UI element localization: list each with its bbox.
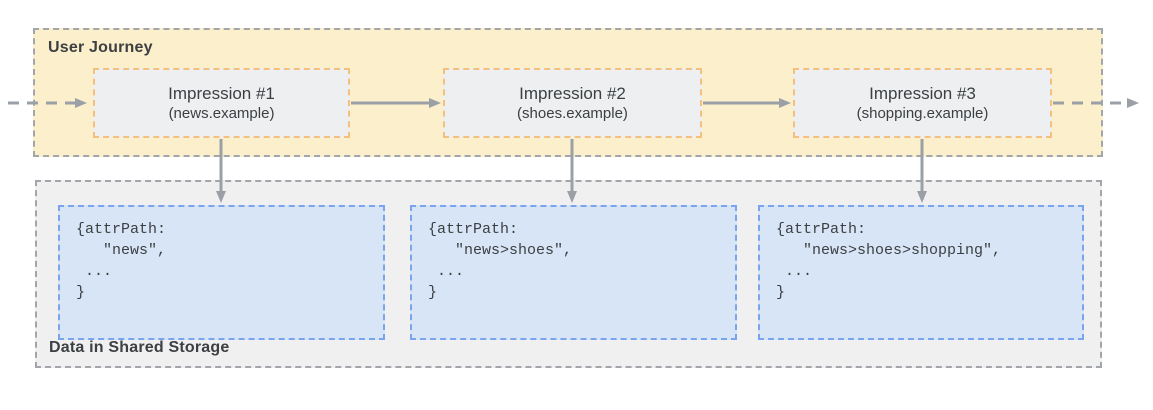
impression-3-site: (shopping.example)	[856, 105, 989, 122]
impression-2-site: (shoes.example)	[517, 105, 628, 122]
impression-1-title: Impression #1	[168, 84, 275, 103]
impression-1-site: (news.example)	[168, 105, 275, 122]
storage-entry-2-code: {attrPath: "news>shoes", ... }	[410, 205, 737, 340]
user-journey-label: User Journey	[48, 39, 153, 56]
shared-storage-label: Data in Shared Storage	[49, 339, 230, 356]
impression-2-title: Impression #2	[519, 84, 626, 103]
impression-2-box: Impression #2 (shoes.example)	[443, 68, 702, 138]
impression-1-box: Impression #1 (news.example)	[93, 68, 350, 138]
storage-entry-1-code: {attrPath: "news", ... }	[58, 205, 385, 340]
impression-3-box: Impression #3 (shopping.example)	[793, 68, 1052, 138]
storage-entry-3-code: {attrPath: "news>shoes>shopping", ... }	[758, 205, 1084, 340]
impression-3-title: Impression #3	[869, 84, 976, 103]
